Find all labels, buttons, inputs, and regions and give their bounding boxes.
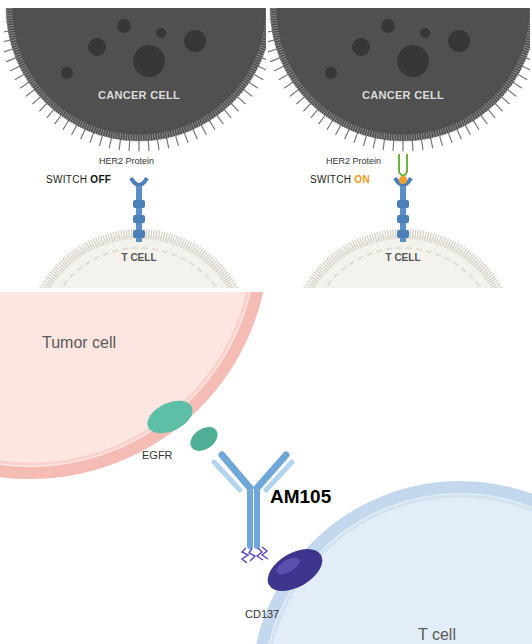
- tumor-cell-outline: [0, 292, 270, 480]
- cancer-cell-outline: [4, 8, 266, 155]
- switch-word: SWITCH: [46, 174, 87, 185]
- egfr-receptor: EGFR: [140, 395, 230, 467]
- cell-label: T CELL: [288, 252, 518, 263]
- left-panel: CANCER CELL T CELL HER2 ProteinSWITCH OFF: [4, 8, 266, 288]
- protein-label: HER2 Protein: [326, 156, 381, 166]
- right-panel: CANCER CELL T CELL HER2 ProteinSWITCH ON: [268, 8, 530, 288]
- t-cell-receptor: [4, 8, 266, 288]
- switch-label: SWITCH OFF: [46, 174, 111, 185]
- switch-word: SWITCH: [310, 174, 351, 185]
- cell-label: CANCER CELL: [4, 89, 266, 101]
- receptor-label: EGFR: [142, 449, 192, 461]
- cancer-cell: CANCER CELL: [268, 8, 530, 155]
- cell-label: Tumor cell: [42, 334, 152, 352]
- tumor-cell: Tumor cell: [0, 292, 270, 480]
- t-cell-receptor: [268, 8, 530, 288]
- cell-label: CANCER CELL: [268, 89, 530, 101]
- cell-label: T CELL: [24, 252, 254, 263]
- switch-word: OFF: [90, 174, 111, 185]
- switch-label: SWITCH ON: [310, 174, 370, 185]
- receptor-label: CD137: [245, 608, 305, 620]
- cancer-cell-outline: [268, 8, 530, 155]
- cell-label: T cell: [418, 626, 498, 644]
- antibody: AM105: [200, 428, 335, 568]
- switch-word: ON: [354, 174, 370, 185]
- protein-label: HER2 Protein: [99, 156, 154, 166]
- bottom-panel: Tumor cellEGFR AM105CD137 T cell: [0, 292, 532, 644]
- antibody-label: AM105: [270, 486, 335, 508]
- cd137-receptor: CD137: [245, 548, 345, 628]
- cancer-cell: CANCER CELL: [4, 8, 266, 155]
